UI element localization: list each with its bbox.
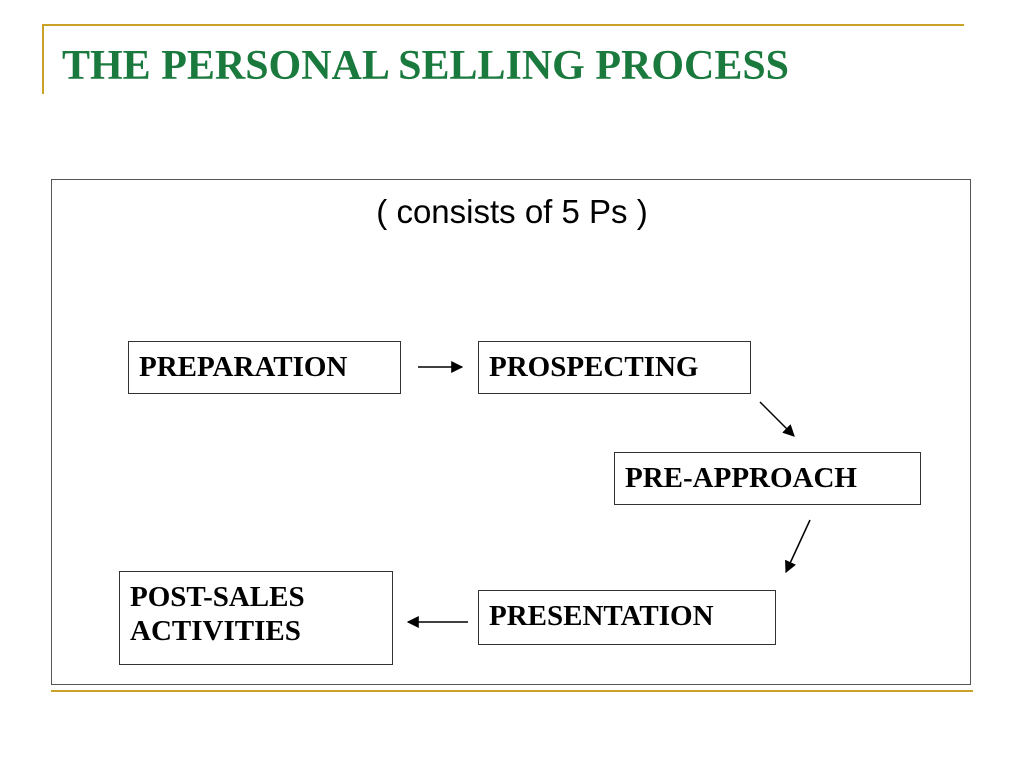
step-presentation: PRESENTATION — [478, 590, 776, 645]
bottom-accent-line — [51, 690, 973, 692]
step-post-sales-activities: POST-SALES ACTIVITIES — [119, 571, 393, 665]
top-accent-line — [42, 24, 964, 26]
diagram-subtitle: ( consists of 5 Ps ) — [376, 193, 648, 230]
step-preparation: PREPARATION — [128, 341, 401, 394]
step-pre-approach: PRE-APPROACH — [614, 452, 921, 505]
left-accent-line — [42, 26, 44, 94]
step-prospecting: PROSPECTING — [478, 341, 751, 394]
slide-title: THE PERSONAL SELLING PROCESS — [62, 43, 790, 89]
